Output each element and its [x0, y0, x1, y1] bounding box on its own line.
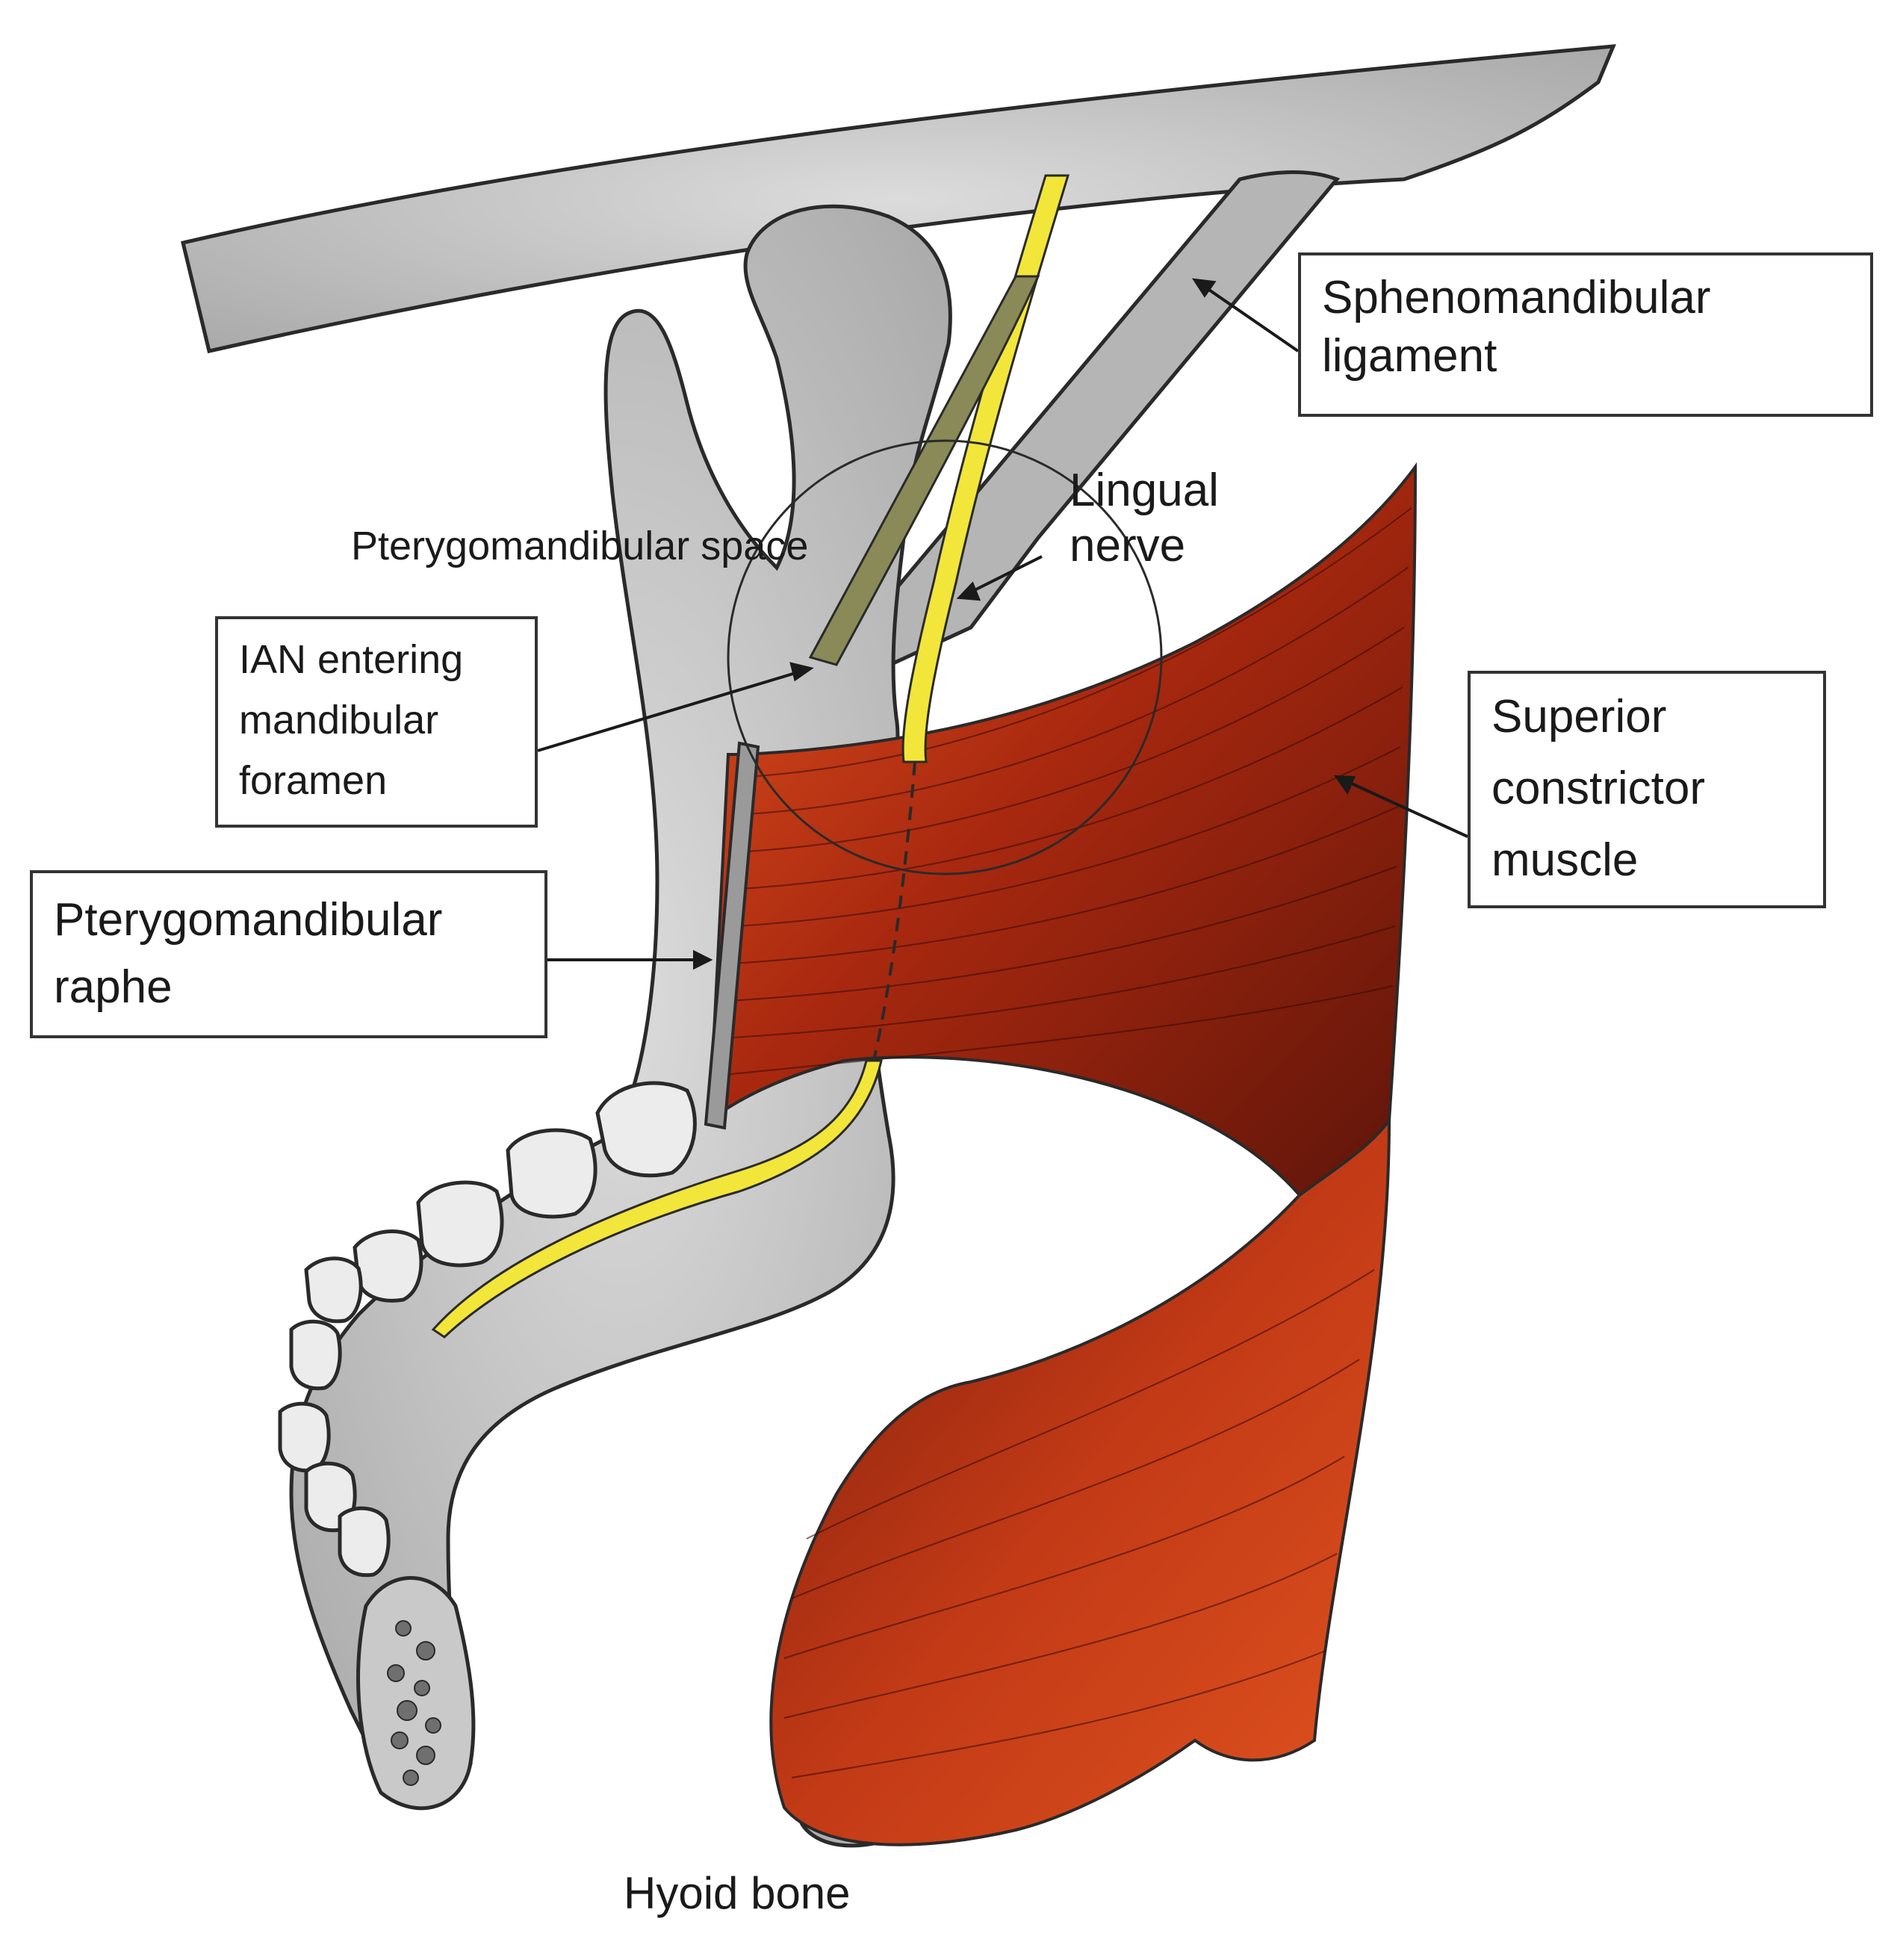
superior-constrictor-muscle-shape	[707, 462, 1418, 1197]
mandible	[289, 204, 952, 1787]
lower-constrictor-muscle-shape	[769, 1116, 1391, 1846]
lingual-nerve-lower	[431, 1059, 883, 1339]
raphe-line-1: Pterygomandibular	[54, 894, 443, 946]
ian-line-2: mandibular	[239, 698, 439, 742]
sphenomandibular-line-1: Sphenomandibular	[1322, 272, 1711, 323]
superior-constrictor-line-1: Superior	[1491, 691, 1667, 742]
lingual-nerve-line-2: nerve	[1070, 520, 1186, 572]
lingual-nerve-line-1: Lingual	[1070, 465, 1219, 516]
muscle-fibers	[716, 507, 1412, 1778]
sphenomandibular-ligament-label: Sphenomandibular ligament	[1298, 252, 1873, 417]
leader-lines	[537, 278, 1468, 970]
ian-label: IAN entering mandibular foramen	[215, 616, 538, 828]
lingual-nerve-label: Lingual nerve	[1070, 463, 1219, 574]
pterygomandibular-space-circle	[727, 439, 1163, 875]
pterygomandibular-raphe-shape	[704, 741, 760, 1130]
teeth	[278, 1081, 697, 1578]
pterygomandibular-raphe-label: Pterygomandibular raphe	[30, 870, 547, 1038]
ian-nerve-shape	[808, 275, 1040, 666]
raphe-line-2: raphe	[54, 961, 173, 1013]
lingual-nerve-dashed	[872, 761, 916, 1061]
hyoid-bone-label: Hyoid bone	[624, 1868, 851, 1918]
sphenomandibular-line-2: ligament	[1322, 329, 1497, 382]
ian-line-1: IAN entering	[239, 637, 464, 682]
pterygomandibular-space-label: Pterygomandibular space	[351, 524, 809, 568]
superior-constrictor-label: Superior constrictor muscle	[1468, 671, 1826, 908]
superior-constrictor-line-3: muscle	[1491, 834, 1639, 887]
ian-line-3: foramen	[239, 758, 388, 803]
chin-trabeculae	[387, 1620, 441, 1786]
superior-constrictor-line-2: constrictor	[1491, 763, 1705, 815]
